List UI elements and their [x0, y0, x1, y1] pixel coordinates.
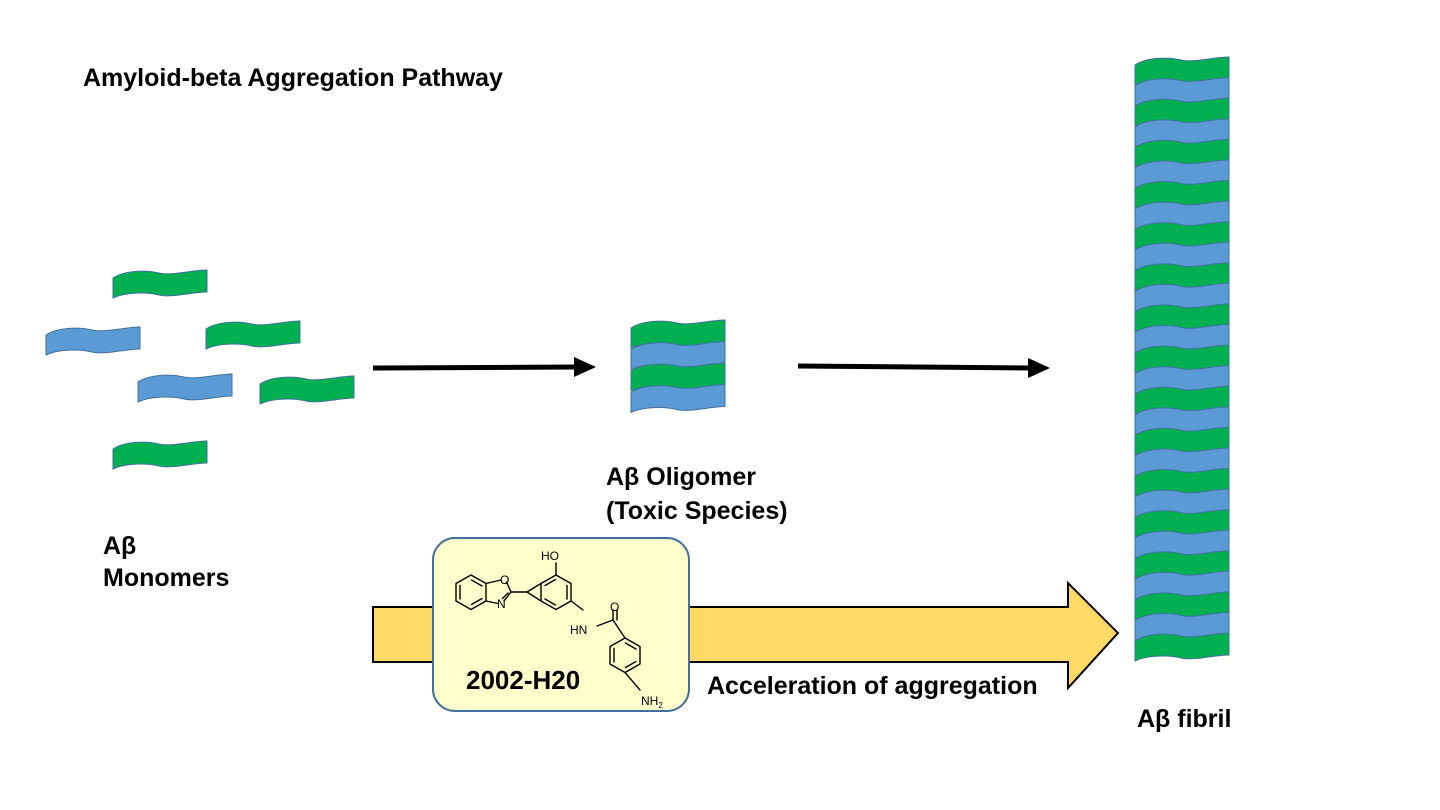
- acceleration-label: Acceleration of aggregation: [707, 672, 1038, 700]
- monomer-strand: [137, 373, 233, 403]
- oligomer-strand: [630, 384, 726, 413]
- compound-name: 2002-H20: [466, 665, 581, 695]
- atom-amide-nh: HN: [570, 623, 587, 637]
- monomer-strand: [259, 375, 355, 405]
- monomer-strands: [45, 269, 355, 470]
- chemical-atom-labels: HO O N HN O NH2: [497, 549, 663, 710]
- atom-carbonyl-o: O: [610, 600, 619, 614]
- oligomer-label-line2: (Toxic Species): [606, 497, 788, 525]
- oligomer-stack: [630, 319, 726, 413]
- atom-hydroxyl: HO: [541, 549, 559, 563]
- monomer-strand: [45, 326, 141, 356]
- monomer-strand: [112, 440, 208, 470]
- atom-amine: NH2: [641, 694, 663, 710]
- monomers-label: Aβ Monomers: [103, 530, 229, 594]
- chemical-structure-icon: [455, 562, 641, 691]
- arrow-monomer-to-oligomer: [372, 357, 596, 377]
- monomers-label-line1: Aβ: [103, 532, 137, 560]
- monomers-label-line2: Monomers: [103, 564, 230, 592]
- monomer-strand: [205, 320, 301, 350]
- fibril-strand: [1134, 632, 1230, 662]
- atom-nitrogen: N: [497, 597, 506, 611]
- diagram-title: Amyloid-beta Aggregation Pathway: [83, 64, 503, 92]
- atom-oxygen: O: [500, 573, 509, 587]
- arrow-oligomer-to-fibril: [797, 358, 1050, 378]
- oligomer-label: Aβ Oligomer (Toxic Species): [606, 460, 788, 528]
- fibril-stack: [1134, 56, 1230, 662]
- oligomer-label-line1: Aβ Oligomer: [606, 463, 756, 491]
- fibril-label: Aβ fibril: [1137, 705, 1232, 733]
- monomer-strand: [112, 269, 208, 299]
